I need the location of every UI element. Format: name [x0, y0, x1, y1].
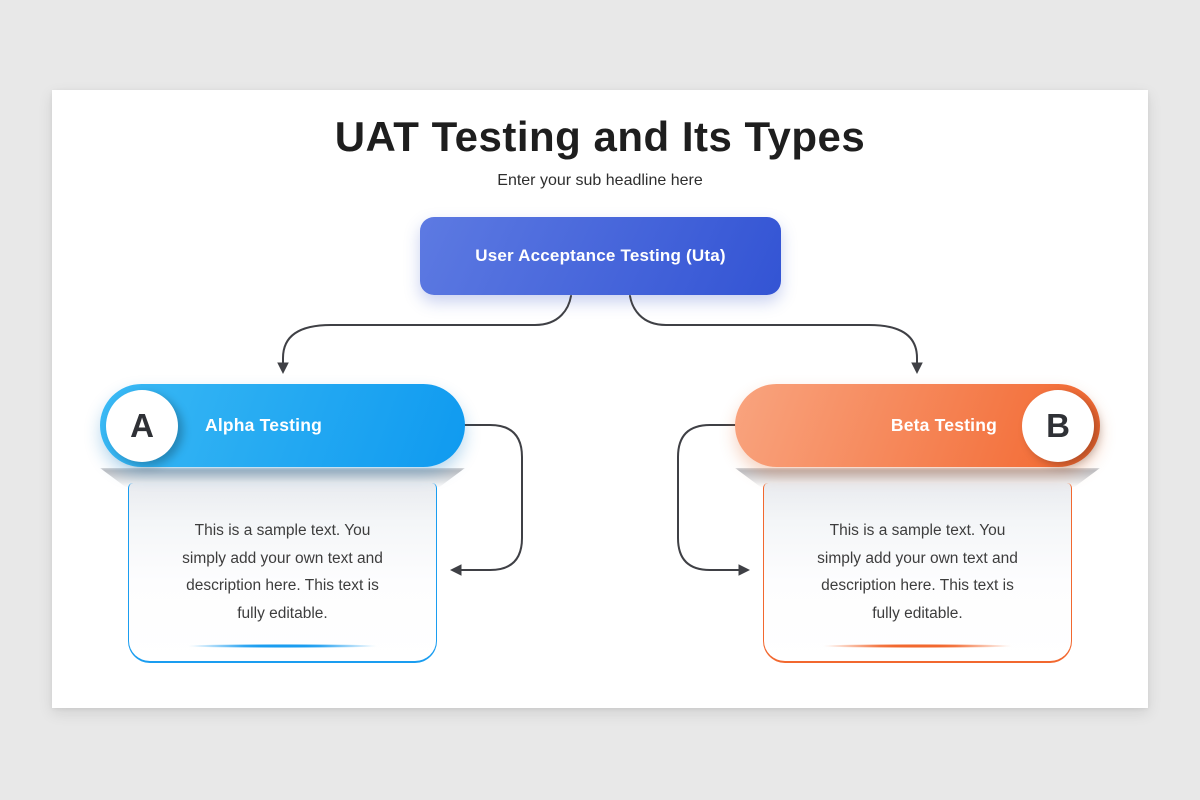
alpha-description-text: This is a sample text. You simply add yo… — [129, 483, 436, 627]
slide-title: UAT Testing and Its Types — [334, 113, 866, 160]
beta-testing-label: Beta Testing — [890, 415, 997, 435]
beta-text-line: description here. This text is — [821, 577, 1014, 594]
beta-description-text: This is a sample text. You simply add yo… — [764, 483, 1071, 627]
alpha-text-line: This is a sample text. You — [194, 522, 371, 539]
alpha-accent-underline — [151, 643, 414, 649]
alpha-fold-shadow — [100, 468, 465, 487]
beta-text-line: simply add your own text and — [817, 549, 1018, 567]
beta-badge: B — [1022, 390, 1094, 462]
beta-text-line: This is a sample text. You — [829, 522, 1006, 539]
alpha-text-line: description here. This text is — [186, 577, 379, 594]
beta-accent-underline — [786, 643, 1049, 649]
beta-fold-shadow — [735, 468, 1100, 487]
alpha-description-card: This is a sample text. You simply add yo… — [128, 483, 437, 663]
alpha-testing-label: Alpha Testing — [205, 415, 322, 435]
root-node-uat: User Acceptance Testing (Uta) — [420, 217, 781, 295]
alpha-text-line: fully editable. — [237, 604, 328, 622]
beta-description-card: This is a sample text. You simply add yo… — [763, 483, 1072, 663]
root-node-label: User Acceptance Testing (Uta) — [475, 246, 726, 265]
beta-text-line: fully editable. — [872, 604, 963, 622]
slide-subtitle: Enter your sub headline here — [497, 172, 703, 189]
alpha-text-line: simply add your own text and — [182, 549, 383, 567]
alpha-badge: A — [106, 390, 178, 462]
